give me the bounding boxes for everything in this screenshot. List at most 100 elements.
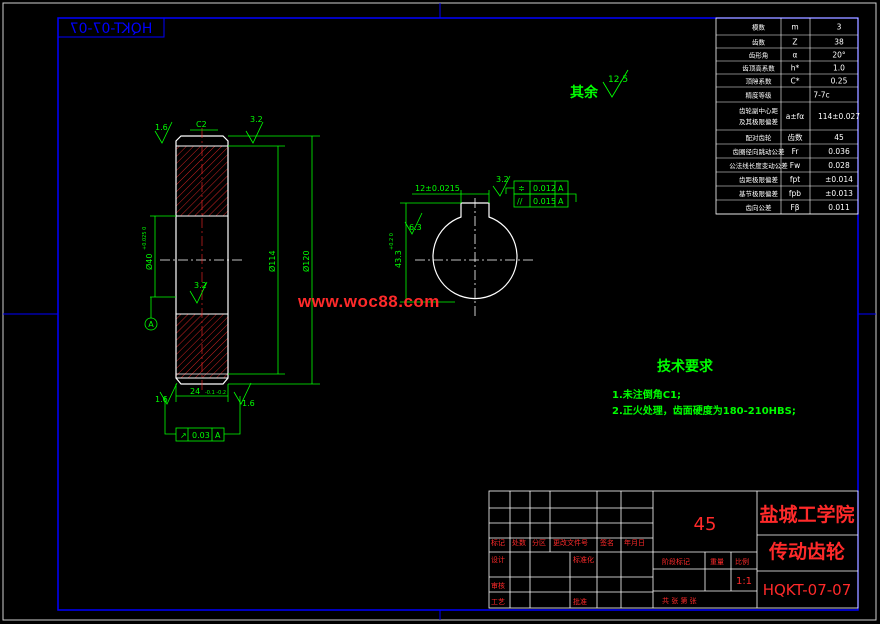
roughness-left: 1.6 [155, 123, 168, 132]
bore-tol: +0.025 0 [142, 227, 148, 250]
gear-section-view: C2 1.6 3.2 3.2 1.6 1.6 24 -0.1 -0.2 A ↗ … [142, 115, 320, 442]
param-symbol: Fβ [790, 203, 799, 212]
row-design: 设计 [491, 555, 505, 564]
rev-h3: 更改文件号 [553, 538, 588, 547]
param-value: 0.25 [831, 77, 848, 86]
param-row: 精度等级 7-7c [716, 91, 858, 103]
param-value: 38 [834, 38, 844, 47]
roughness-bottom-left: 1.6 [155, 395, 168, 404]
param-name: 精度等级 [746, 91, 773, 100]
rev-h5: 年月日 [624, 538, 645, 547]
roughness-center: 3.2 [194, 281, 207, 290]
param-value: ±0.013 [825, 189, 853, 198]
param-symbol: Z [792, 38, 797, 47]
runout-value: 0.03 [192, 431, 210, 440]
material: 45 [694, 514, 717, 535]
rest-value: 12.5 [608, 75, 628, 85]
param-row: 齿顶高系数 h* 1.0 [716, 64, 858, 75]
mirrored-code-box: HQKT-07-07 [57, 17, 165, 38]
param-value: 20° [832, 51, 846, 60]
mirrored-drawing-code: HQKT-07-07 [70, 21, 153, 37]
row-standard: 标准化 [573, 555, 594, 564]
param-name: 齿圈径向跳动公差 [733, 147, 786, 156]
param-name: 模数 [752, 23, 766, 32]
chamfer-label: C2 [196, 120, 207, 129]
param-row: 配对齿轮 齿数 45 [716, 132, 858, 145]
tech-item-1: 1.未注倒角C1; [612, 388, 681, 401]
title-block-text: 45 盐城工学院 传动齿轮 HQKT-07-07 1:1 阶段标记 重量 比例 … [491, 503, 855, 606]
param-value: 45 [834, 133, 844, 142]
param-name: 顶隙系数 [746, 77, 773, 86]
param-value: 1.0 [833, 64, 845, 73]
sheets-label: 共 张 第 张 [662, 596, 697, 605]
keyway-width: 12±0.0215 [415, 184, 460, 193]
param-name-line: 齿轮副中心距 [739, 106, 779, 115]
param-symbol: 齿数 [788, 132, 803, 142]
roughness-bottom-right: 1.6 [242, 399, 255, 408]
param-name: 齿形角 [749, 51, 769, 60]
datum-symbol: A [148, 320, 154, 329]
param-symbol: m [791, 23, 798, 32]
weight-label: 重量 [710, 558, 724, 566]
param-row: 齿数 Z 38 [716, 38, 858, 49]
param-name: 基节极限偏差 [739, 189, 779, 198]
rest-roughness: 其余 12.5 [570, 69, 629, 101]
param-value: 0.036 [828, 147, 850, 156]
tech-title: 技术要求 [657, 358, 714, 375]
ratio-label: 比例 [735, 557, 749, 566]
tol1-value: 0.012 [533, 184, 556, 193]
bore-diameter: Ø40 [144, 254, 154, 270]
key-depth: 43.3 [394, 250, 403, 268]
tech-item-2: 2.正火处理，齿面硬度为180-210HBS; [612, 404, 796, 417]
param-value: 0.028 [828, 161, 850, 170]
param-name: 齿顶高系数 [742, 64, 775, 73]
param-symbol: h* [791, 64, 800, 73]
roughness-top: 3.2 [250, 115, 263, 124]
roughness-key-bottom: 6.3 [409, 223, 422, 232]
outer-diameter: Ø120 [301, 250, 311, 272]
param-value: 3 [837, 23, 842, 32]
param-value: 0.011 [828, 203, 850, 212]
rev-h0: 标记 [491, 538, 505, 547]
runout-symbol: ↗ [180, 431, 187, 440]
centering-marks [3, 3, 876, 620]
tol1-datum: A [558, 184, 564, 193]
rev-h2: 分区 [532, 538, 546, 547]
param-name-line: 及其极限偏差 [739, 117, 779, 126]
param-symbol: fpt [790, 175, 800, 184]
param-value: 7-7c [813, 91, 829, 100]
tech-requirements: 技术要求 1.未注倒角C1; 2.正火处理，齿面硬度为180-210HBS; [612, 358, 796, 417]
row-process: 工艺 [491, 598, 505, 606]
roughness-keyway: 3.2 [496, 175, 509, 184]
watermark: www.woc88.com [298, 292, 440, 311]
param-value: ±0.014 [825, 175, 853, 184]
key-depth-tol: +0.2 0 [389, 233, 395, 250]
title-block [488, 490, 859, 609]
hub-diameter: Ø114 [267, 250, 277, 272]
rev-h1: 处数 [512, 538, 526, 547]
param-symbol: Fw [790, 161, 800, 170]
param-row: 模数 m 3 [716, 23, 858, 36]
tol1-symbol: ≑ [518, 184, 525, 193]
row-approve: 批准 [573, 597, 587, 606]
param-symbol: C* [791, 77, 800, 86]
width-tol: -0.1 -0.2 [205, 390, 226, 396]
param-name: 齿数 [752, 38, 766, 47]
tol2-symbol: // [517, 197, 523, 206]
param-name: 公法线长度变动公差 [729, 161, 788, 170]
param-name: 配对齿轮 [746, 133, 773, 142]
param-row: 顶隙系数 C* 0.25 [716, 77, 858, 88]
param-value: 114±0.027 [818, 112, 860, 121]
rev-h4: 签名 [600, 538, 614, 547]
bore-keyway-view: 12±0.0215 3.2 6.3 43.3 +0.2 0 ≑ 0.012 A … [389, 175, 577, 318]
width-dim: 24 [190, 387, 200, 396]
rest-label: 其余 [570, 84, 599, 101]
